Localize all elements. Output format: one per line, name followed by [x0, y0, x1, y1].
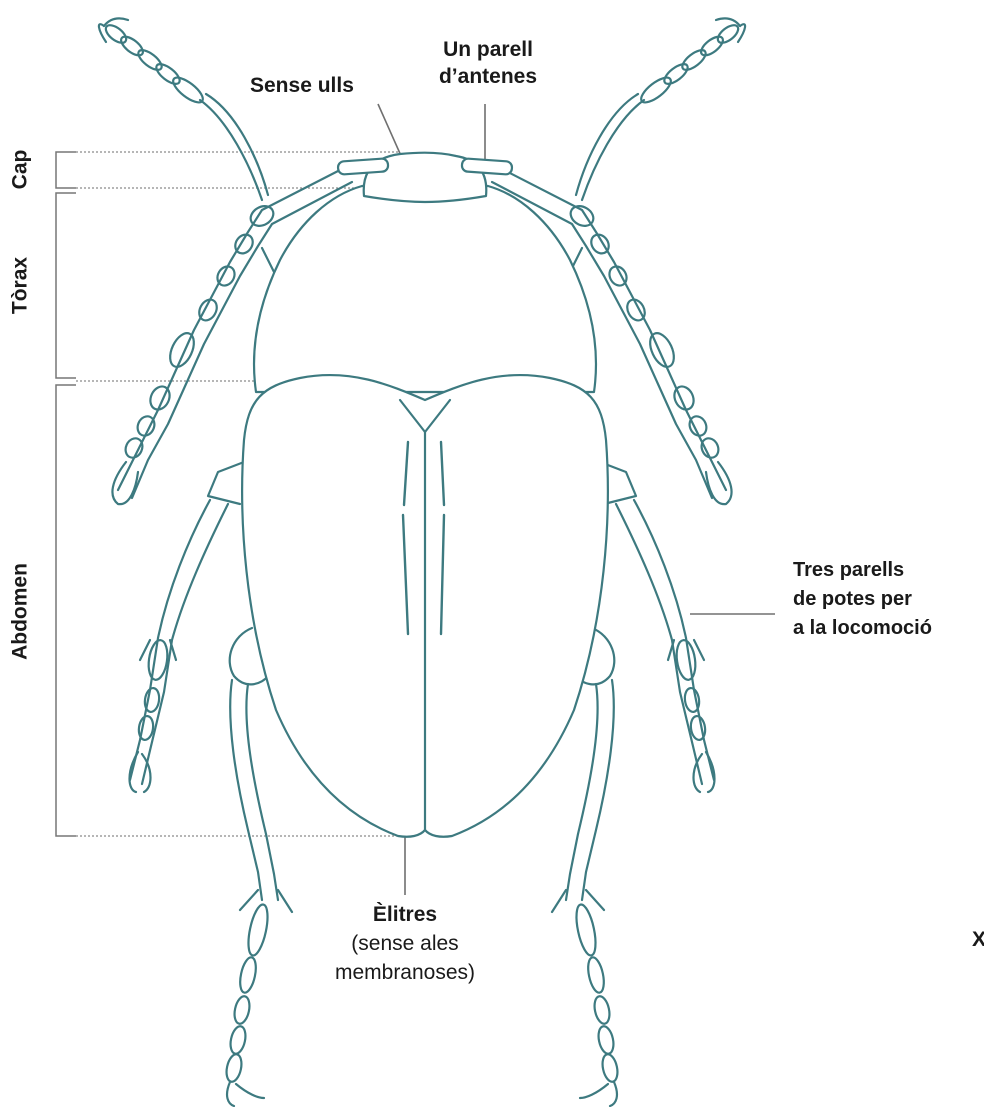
thorax-bracket — [56, 193, 76, 378]
legs-label-line-3: a la locomoció — [793, 614, 983, 643]
pronotum — [254, 186, 596, 392]
eyes-leader — [378, 104, 402, 158]
right-antenna-base — [462, 158, 513, 174]
antennae-label-line-1: Un parell — [418, 36, 558, 63]
left-antenna — [99, 18, 268, 200]
right-antenna — [576, 18, 745, 200]
elytra-label-line-1: (sense ales — [310, 929, 500, 958]
head-bracket — [56, 152, 76, 188]
elytra-label-line-2: membranoses) — [310, 958, 500, 987]
abdomen-bracket — [56, 385, 76, 836]
antennae-label-line-2: d’antenes — [418, 63, 558, 90]
section-brackets — [56, 152, 76, 836]
section-label-thorax: Tòrax — [7, 246, 34, 326]
eyes-label: Sense ulls — [250, 72, 390, 99]
legs-label: Tres parells de potes per a la locomoció — [793, 556, 983, 643]
elytra-label: Èlitres (sense ales membranoses) — [310, 900, 500, 987]
elytra-label-title: Èlitres — [310, 900, 500, 929]
right-middle-leg — [600, 462, 715, 792]
edge-character: X — [972, 926, 984, 953]
left-antenna-base — [338, 158, 389, 174]
legs-label-line-1: Tres parells — [793, 556, 983, 585]
legs-label-line-2: de potes per — [793, 585, 983, 614]
section-label-head: Cap — [7, 140, 34, 200]
section-label-abdomen: Abdomen — [7, 552, 34, 672]
antennae-label: Un parell d’antenes — [418, 36, 558, 90]
left-middle-leg — [130, 462, 245, 792]
